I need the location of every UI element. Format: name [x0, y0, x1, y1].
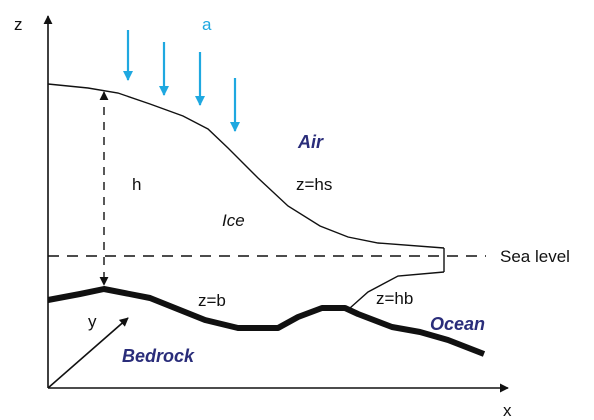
bedrock-label: Bedrock: [122, 346, 195, 366]
accumulation-label: a: [202, 15, 212, 34]
accumulation-arrows: [123, 30, 240, 132]
z-axis-label: z: [14, 15, 23, 34]
y-axis-label: y: [88, 312, 97, 331]
thickness-label: h: [132, 175, 141, 194]
ice-surface-line: [47, 83, 445, 249]
surface-label: z=hs: [296, 175, 332, 194]
y-axis: [47, 317, 129, 389]
ocean-label: Ocean: [430, 314, 485, 334]
air-label: Air: [297, 132, 324, 152]
bedrock-line: [47, 286, 486, 357]
ice-shelf-base-line: [349, 271, 445, 309]
base-label: z=b: [198, 291, 226, 310]
sea-level-label: Sea level: [500, 247, 570, 266]
ice-label: Ice: [222, 211, 245, 230]
ice-base-label: z=hb: [376, 289, 413, 308]
x-axis-label: x: [503, 401, 512, 420]
